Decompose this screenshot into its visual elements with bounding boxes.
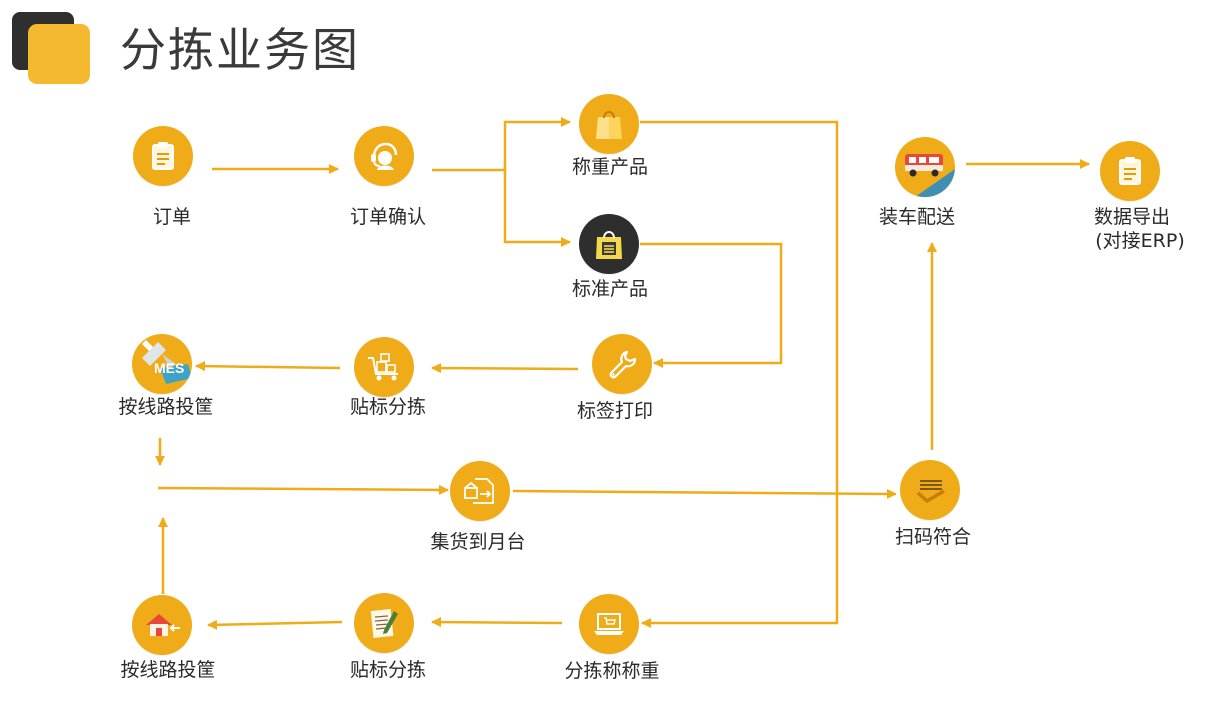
- arrow-collect-to-scan: [512, 488, 897, 499]
- truck-icon: [905, 154, 955, 197]
- mes-badge: MES: [154, 360, 185, 376]
- label-sort-label-1: 贴标分拣: [349, 396, 426, 418]
- clipboard-icon: [1119, 157, 1141, 185]
- collect-platform-node: [450, 461, 510, 521]
- route-basket-node-1: [132, 334, 192, 394]
- clipboard-icon: [152, 142, 174, 170]
- arrow-confirm-to-weigh: [432, 117, 571, 172]
- weigh-product-label: 称重产品: [571, 156, 648, 178]
- wrench-icon: [609, 350, 637, 379]
- order-label: 订单: [152, 206, 191, 228]
- standard-product-label: 标准产品: [571, 278, 648, 300]
- label-sort-node-2: [354, 593, 414, 653]
- order-node: [133, 126, 193, 186]
- shopping-bag-icon: [596, 231, 622, 259]
- weigh-product-node: [579, 94, 639, 154]
- sort-weigh-node: [579, 594, 639, 654]
- cart-icon: [368, 353, 398, 381]
- label-sort-node-1: [354, 337, 414, 397]
- laptop-cart-icon: [594, 613, 624, 635]
- page-title: 分拣业务图: [120, 23, 360, 77]
- data-export-node: [1100, 141, 1160, 201]
- route-basket-node-2: [132, 595, 192, 655]
- arrow-confirm-to-standard: [503, 170, 571, 247]
- label-print-label: 标签打印: [576, 400, 653, 422]
- arrow-merge-to-collect: [157, 484, 449, 495]
- collect-platform-label: 集货到月台: [430, 531, 526, 553]
- route-basket-label-2: 按线路投筐: [120, 659, 216, 681]
- route-basket-label-1: 按线路投筐: [118, 396, 214, 418]
- label-sort-label-2: 贴标分拣: [349, 659, 426, 681]
- headset-icon: [371, 142, 398, 170]
- sort-weigh-label: 分拣称称重: [564, 660, 660, 682]
- arrow-sortweigh-to-sort2: [431, 617, 563, 628]
- arrow-print-to-sort1: [431, 363, 579, 374]
- scan-match-label: 扫码符合: [894, 526, 971, 548]
- arrow-standard-to-print: [640, 242, 783, 368]
- scan-match-node: [900, 460, 960, 520]
- arrow-sort1-to-basket1: [195, 361, 341, 372]
- logo-yellow-square: [28, 24, 90, 84]
- arrow-weigh-to-sortweigh: [640, 120, 839, 628]
- arrow-sort2-to-basket2: [207, 619, 343, 630]
- check-list-icon: [916, 480, 945, 504]
- label-print-node: [592, 334, 652, 394]
- loading-delivery-node: [895, 137, 955, 197]
- data-export-label: 数据导出: [1093, 206, 1170, 228]
- house-arrow-icon: [146, 614, 180, 636]
- mes-tools-icon: [142, 340, 192, 384]
- notepad-pen-icon: [370, 609, 398, 638]
- order-confirm-node: [354, 126, 414, 186]
- loading-delivery-label: 装车配送: [878, 206, 955, 228]
- order-confirm-label: 订单确认: [349, 206, 426, 228]
- data-export-sublabel: (对接ERP): [1095, 230, 1185, 252]
- standard-product-node: [579, 214, 639, 274]
- box-transfer-icon: [464, 478, 494, 504]
- shopping-bag-icon: [596, 111, 622, 139]
